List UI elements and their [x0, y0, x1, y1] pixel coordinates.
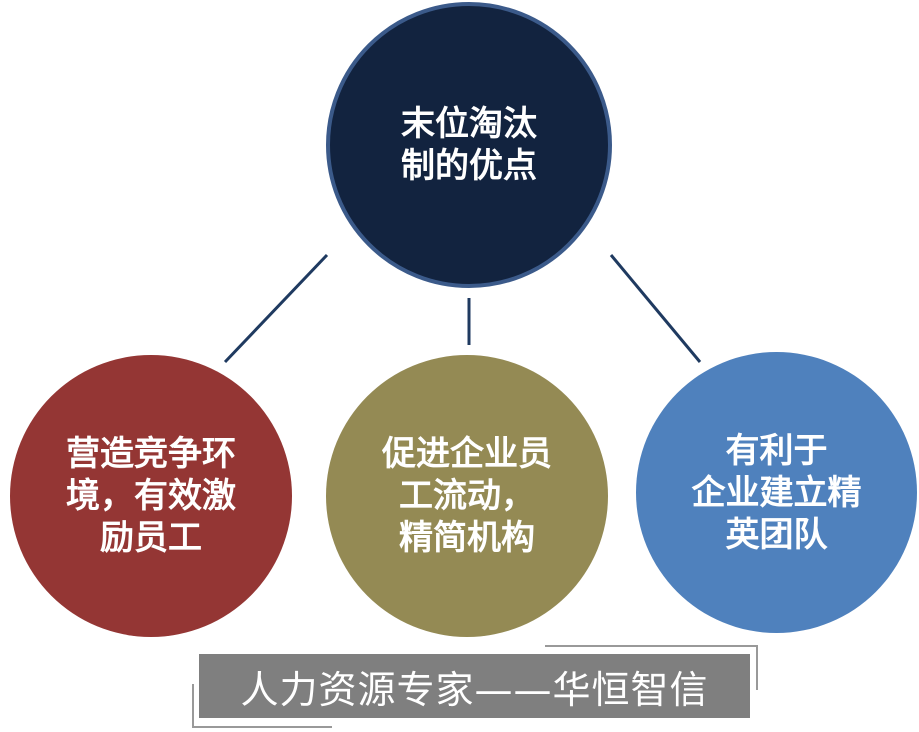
benefit-circle-mobility: 促进企业员 工流动， 精简机构	[326, 355, 608, 637]
benefit-text: 营造竞争环 境，有效激 励员工	[66, 434, 236, 558]
benefit-text: 促进企业员 工流动， 精简机构	[382, 434, 552, 558]
banner-frame-bottom-left	[192, 684, 332, 728]
banner-frame-top-right	[545, 645, 758, 690]
brand-banner: 人力资源专家——华恒智信	[199, 654, 750, 718]
connector-left	[223, 253, 329, 364]
center-title: 末位淘汰 制的优点	[401, 104, 537, 186]
connector-right	[609, 254, 702, 363]
banner-text: 人力资源专家——华恒智信	[240, 667, 709, 712]
benefit-text: 有利于 企业建立精 英团队	[691, 430, 862, 555]
center-circle: 末位淘汰 制的优点	[326, 2, 612, 288]
benefit-circle-competition: 营造竞争环 境，有效激 励员工	[10, 355, 292, 637]
benefit-circle-elite-team: 有利于 企业建立精 英团队	[636, 352, 917, 633]
